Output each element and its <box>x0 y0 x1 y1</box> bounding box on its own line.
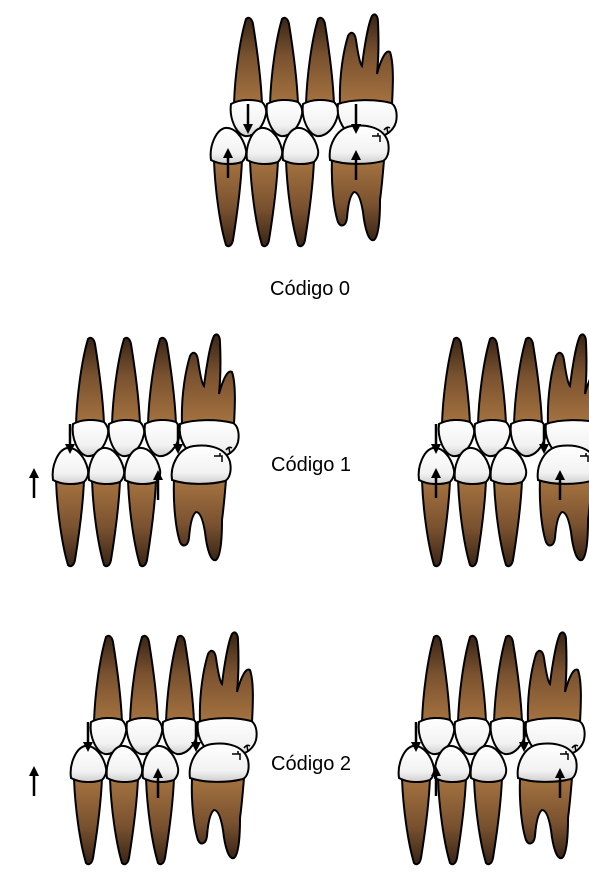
occlusion-code-2-left <box>29 632 257 864</box>
code-2-label: Código 2 <box>271 753 351 776</box>
arrow-up-icon <box>29 468 39 498</box>
arrow-up-icon <box>29 766 39 796</box>
occlusion-code-1-left <box>29 334 239 566</box>
code-0-label: Código 0 <box>270 278 350 301</box>
occlusion-code-0 <box>211 14 397 246</box>
occlusion-code-2-right <box>399 632 585 864</box>
code-1-label: Código 1 <box>271 454 351 477</box>
occlusion-code-1-right <box>419 334 589 566</box>
